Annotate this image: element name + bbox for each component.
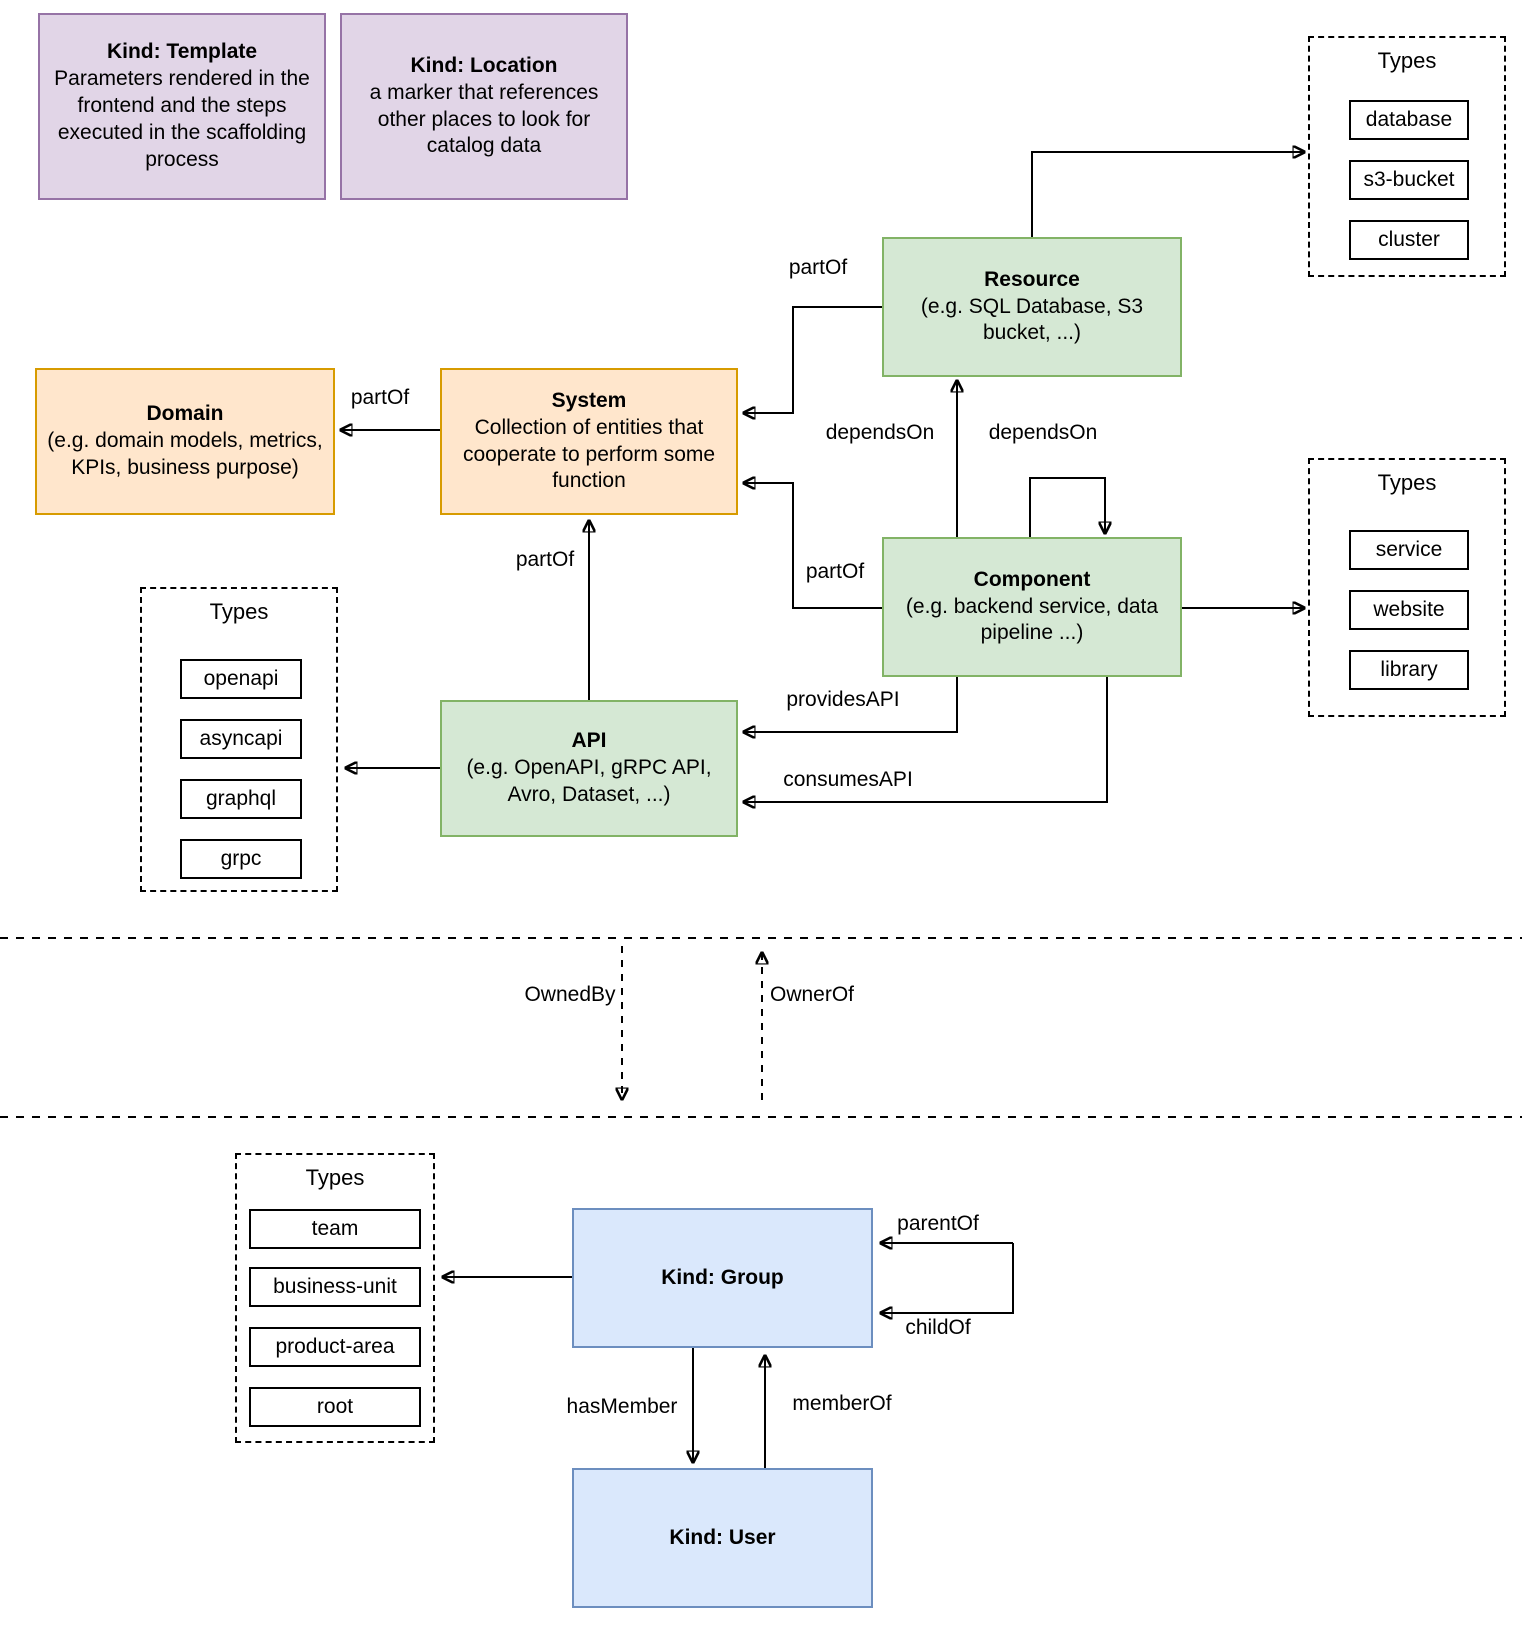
type-item-openapi: openapi xyxy=(180,659,302,699)
type-item-product-area: product-area xyxy=(249,1327,421,1367)
type-item-database: database xyxy=(1349,100,1469,140)
resource-entity-box: Resource (e.g. SQL Database, S3 bucket, … xyxy=(882,237,1182,377)
domain-entity-description: (e.g. domain models, metrics, KPIs, busi… xyxy=(47,429,323,479)
label-partof-api-system: partOf xyxy=(515,548,575,571)
edge-resource-to-types xyxy=(1031,152,1304,237)
label-consumesapi: consumesAPI xyxy=(783,768,913,791)
system-entity-title: System xyxy=(551,388,627,412)
label-ownedby: OwnedBy xyxy=(524,983,616,1006)
label-hasmember: hasMember xyxy=(566,1395,678,1418)
label-childof: childOf xyxy=(905,1316,971,1339)
api-entity-title: API xyxy=(571,729,607,753)
component-entity-box: Component (e.g. backend service, data pi… xyxy=(882,537,1182,677)
template-kind-description: Parameters rendered in the frontend and … xyxy=(54,67,310,171)
label-parentof: parentOf xyxy=(897,1212,979,1235)
resource-types-panel: Types database s3-bucket cluster xyxy=(1308,36,1506,277)
edge-resource-partof-system xyxy=(744,306,882,413)
label-partof-system-domain: partOf xyxy=(350,386,410,409)
component-entity-description: (e.g. backend service, data pipeline ...… xyxy=(905,594,1159,645)
label-partof-resource-system: partOf xyxy=(788,256,848,279)
user-kind-box: Kind: User xyxy=(572,1468,873,1608)
resource-entity-description: (e.g. SQL Database, S3 bucket, ...) xyxy=(920,294,1144,345)
component-types-panel: Types service website library xyxy=(1308,458,1506,717)
label-ownerof: OwnerOf xyxy=(769,983,855,1006)
label-partof-component-system: partOf xyxy=(805,560,865,583)
type-item-asyncapi: asyncapi xyxy=(180,719,302,759)
type-item-grpc: grpc xyxy=(180,839,302,879)
domain-entity-box: Domain (e.g. domain models, metrics, KPI… xyxy=(35,368,335,515)
template-kind-box: Kind: Template Parameters rendered in th… xyxy=(38,13,326,200)
resource-types-title: Types xyxy=(1377,48,1437,73)
edge-component-providesapi xyxy=(744,677,958,732)
api-entity-box: API (e.g. OpenAPI, gRPC API, Avro, Datas… xyxy=(440,700,738,837)
component-types-title: Types xyxy=(1377,470,1437,495)
edge-group-childof xyxy=(881,1243,1014,1313)
component-entity-title: Component xyxy=(973,567,1091,591)
label-providesapi: providesAPI xyxy=(786,688,900,711)
location-kind-box: Kind: Location a marker that references … xyxy=(340,13,628,200)
location-kind-title: Kind: Location xyxy=(410,53,558,77)
system-entity-description: Collection of entities that cooperate to… xyxy=(462,415,716,493)
edge-component-partof-system xyxy=(744,483,882,609)
type-item-website: website xyxy=(1349,590,1469,630)
group-types-panel: Types team business-unit product-area ro… xyxy=(235,1153,435,1443)
api-types-title: Types xyxy=(209,599,269,624)
type-item-s3-bucket: s3-bucket xyxy=(1349,160,1469,200)
domain-entity-title: Domain xyxy=(146,402,224,426)
type-item-root: root xyxy=(249,1387,421,1427)
type-item-graphql: graphql xyxy=(180,779,302,819)
user-kind-title: Kind: User xyxy=(669,1525,776,1549)
location-kind-description: a marker that references other places to… xyxy=(369,80,599,158)
type-item-cluster: cluster xyxy=(1349,220,1469,260)
resource-entity-title: Resource xyxy=(984,267,1080,291)
group-types-title: Types xyxy=(305,1165,365,1190)
label-dependson-resource: dependsOn xyxy=(825,421,935,444)
group-kind-title: Kind: Group xyxy=(661,1265,784,1289)
type-item-business-unit: business-unit xyxy=(249,1267,421,1307)
system-entity-box: System Collection of entities that coope… xyxy=(440,368,738,515)
edge-component-consumesapi xyxy=(744,677,1108,802)
type-item-service: service xyxy=(1349,530,1469,570)
api-entity-description: (e.g. OpenAPI, gRPC API, Avro, Dataset, … xyxy=(466,756,712,806)
template-kind-title: Kind: Template xyxy=(106,40,258,64)
label-dependson-component: dependsOn xyxy=(988,421,1098,444)
group-kind-box: Kind: Group xyxy=(572,1208,873,1348)
type-item-team: team xyxy=(249,1209,421,1249)
label-memberof: memberOf xyxy=(792,1392,892,1415)
api-types-panel: Types openapi asyncapi graphql grpc xyxy=(140,587,338,892)
type-item-library: library xyxy=(1349,650,1469,690)
edge-component-dependson-self xyxy=(1029,477,1105,537)
